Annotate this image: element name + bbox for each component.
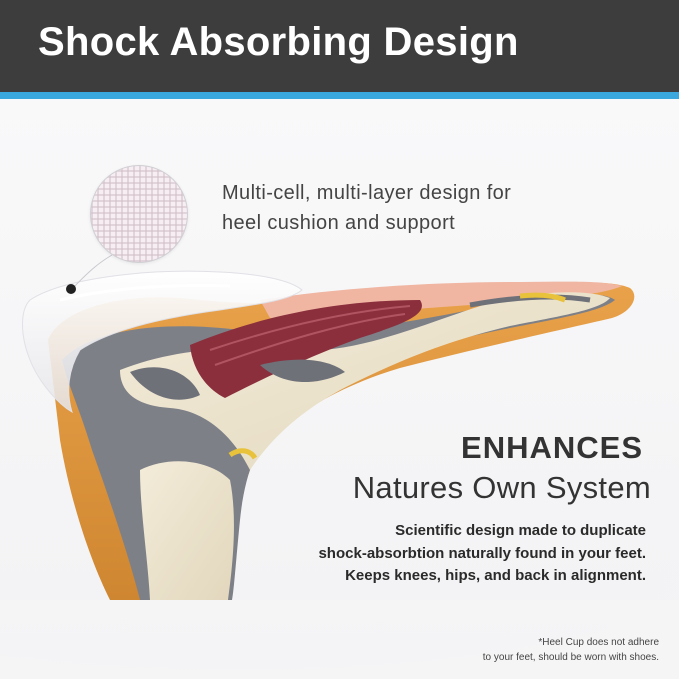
callout-dot — [66, 284, 76, 294]
disclaimer: *Heel Cup does not adhere to your feet, … — [483, 635, 659, 665]
page-title: Shock Absorbing Design — [38, 20, 519, 64]
muscle — [190, 300, 422, 398]
heel-cup — [22, 270, 303, 414]
feature-description: Scientific design made to duplicate shoc… — [318, 520, 646, 588]
header-bar — [0, 0, 679, 92]
feature-heading: ENHANCES — [461, 430, 643, 465]
foot-anatomy-illustration — [0, 254, 679, 679]
feature-subheading: Natures Own System — [352, 470, 651, 505]
description-line-2: shock-absorbtion naturally found in your… — [318, 544, 646, 562]
disclaimer-line-2: to your feet, should be worn with shoes. — [482, 652, 659, 663]
description-line-3: Keeps knees, hips, and back in alignment… — [345, 567, 646, 584]
callout-text: Multi-cell, multi-layer design for heel … — [222, 178, 582, 238]
bone-structure — [120, 292, 610, 470]
cell-texture-zoom-circle — [90, 165, 188, 263]
header-accent-stripe — [0, 92, 679, 99]
disclaimer-line-1: *Heel Cup does not adhere — [538, 637, 659, 648]
callout-leader-line — [71, 254, 113, 290]
description-line-1: Scientific design made to duplicate — [395, 522, 646, 539]
callout-line-1: Multi-cell, multi-layer design for — [222, 182, 512, 204]
callout-line-2: heel cushion and support — [222, 212, 456, 234]
